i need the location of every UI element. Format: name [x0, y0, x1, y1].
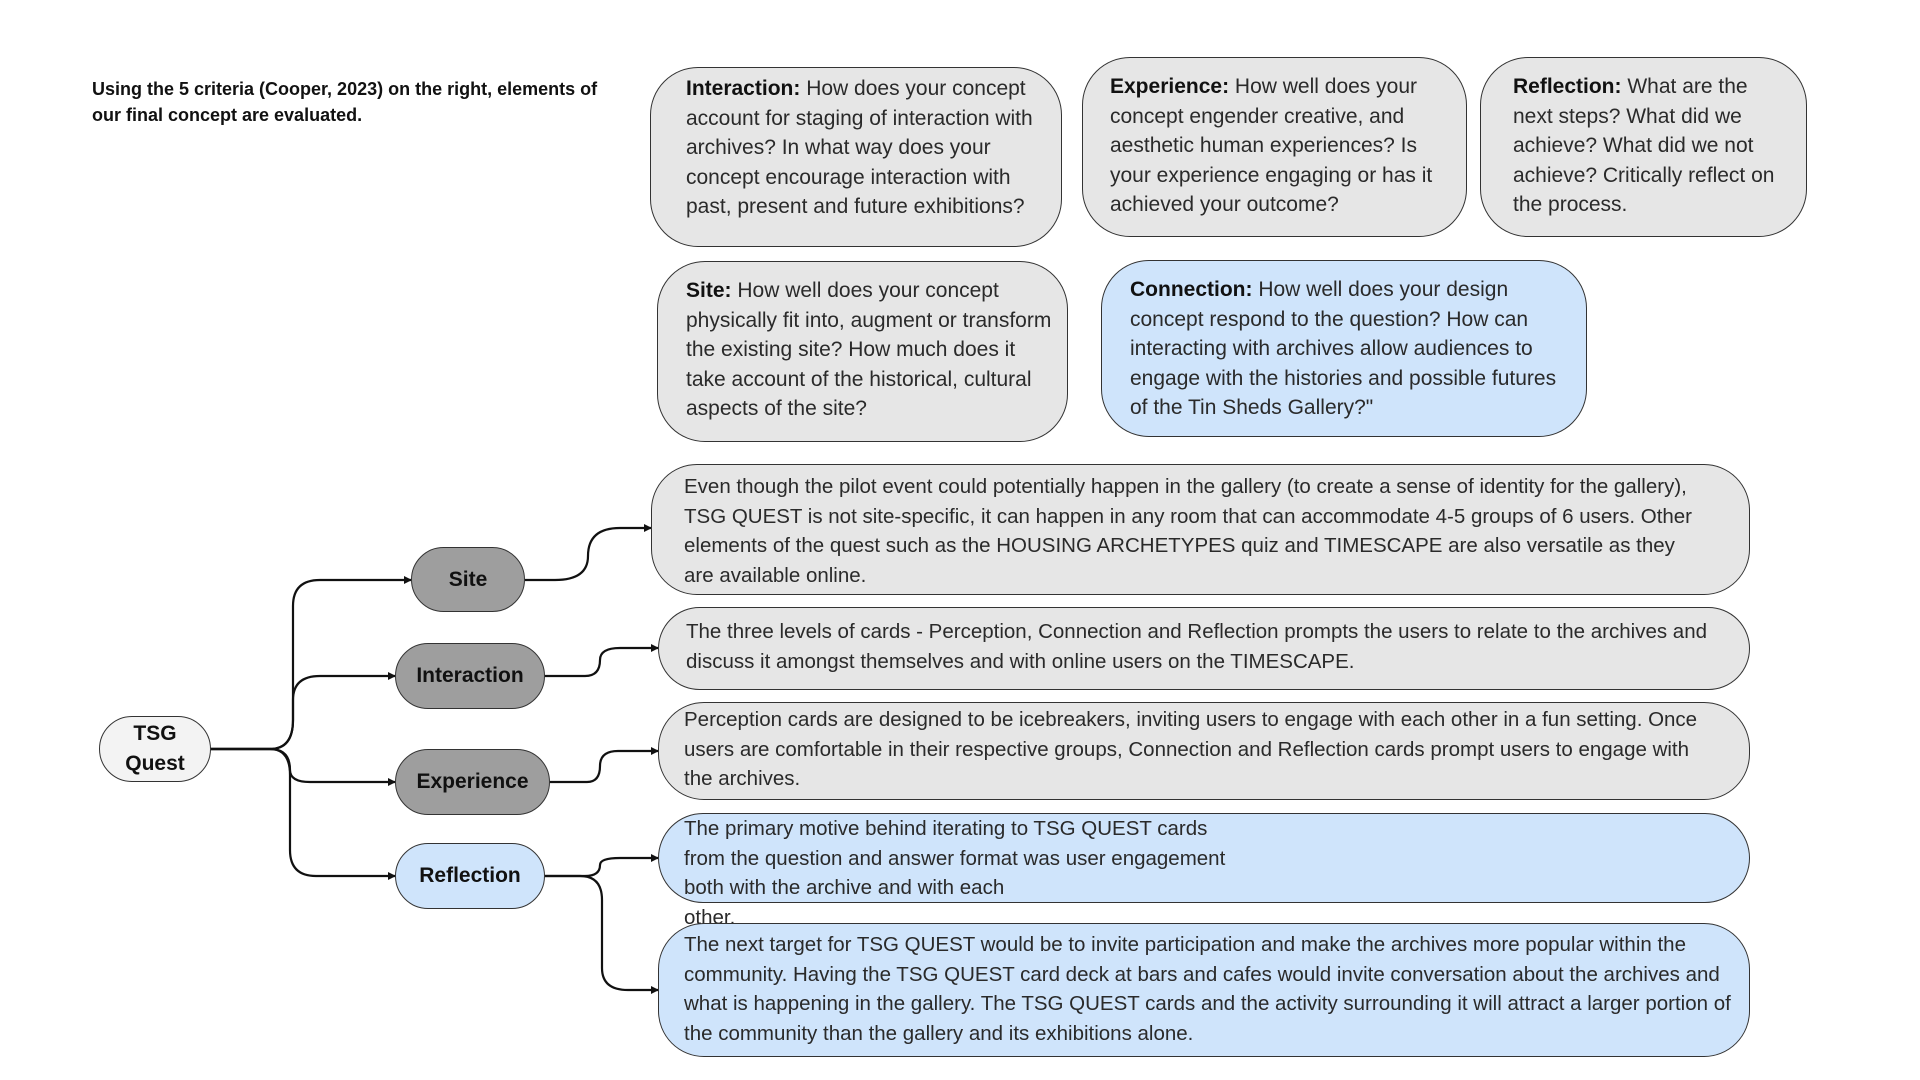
link-reflection-answer-1	[545, 854, 659, 878]
node-experience: Experience	[395, 749, 550, 815]
answer-reflection-2: The next target for TSG QUEST would be t…	[658, 923, 1750, 1057]
root-line-1: TSG	[133, 722, 177, 745]
criterion-experience: Experience: How well does your concept e…	[1082, 57, 1467, 237]
link-root-interaction	[210, 672, 396, 751]
criterion-title: Connection:	[1130, 278, 1253, 301]
root-node-tsg-quest: TSG Quest	[99, 716, 211, 782]
link-experience-answer	[550, 747, 659, 784]
criterion-interaction: Interaction: How does your concept accou…	[650, 67, 1062, 247]
answer-text-end: other.	[684, 905, 736, 929]
answer-text: Even though the pilot event could potent…	[684, 475, 1693, 587]
link-root-experience	[210, 747, 396, 786]
answer-interaction: The three levels of cards - Perception, …	[658, 607, 1750, 690]
criterion-title: Interaction:	[686, 77, 801, 100]
criterion-title: Site:	[686, 279, 732, 302]
criterion-reflection: Reflection: What are the next steps? Wha…	[1480, 57, 1807, 237]
answer-site: Even though the pilot event could potent…	[651, 464, 1750, 595]
link-root-site	[210, 576, 412, 751]
criterion-title: Reflection:	[1513, 75, 1622, 98]
criterion-text: What are the next steps? What did we ach…	[1513, 75, 1775, 216]
intro-text: Using the 5 criteria (Cooper, 2023) on t…	[92, 79, 598, 125]
criterion-text: How well does your design concept respon…	[1130, 278, 1557, 419]
node-reflection: Reflection	[395, 843, 545, 909]
criterion-text: How well does your concept engender crea…	[1110, 75, 1433, 216]
criterion-connection: Connection: How well does your design co…	[1101, 260, 1587, 437]
answer-text: The next target for TSG QUEST would be t…	[684, 933, 1731, 1045]
node-interaction: Interaction	[395, 643, 545, 709]
link-interaction-answer	[545, 644, 659, 678]
node-site: Site	[411, 547, 525, 612]
criterion-text: How well does your concept physically fi…	[686, 279, 1052, 420]
link-root-reflection	[210, 747, 396, 880]
answer-text: The three levels of cards - Perception, …	[686, 620, 1707, 673]
criterion-site: Site: How well does your concept physica…	[657, 261, 1068, 442]
answer-experience: Perception cards are designed to be iceb…	[658, 702, 1750, 800]
criterion-title: Experience:	[1110, 75, 1230, 98]
root-line-2: Quest	[125, 752, 185, 775]
link-reflection-answer-2	[545, 874, 659, 994]
link-site-answer	[525, 524, 652, 582]
criterion-text: How does your concept account for stagin…	[686, 77, 1033, 218]
answer-reflection-1: The primary motive behind iterating to T…	[658, 813, 1750, 929]
answer-text: Perception cards are designed to be iceb…	[684, 708, 1698, 790]
answer-text: The primary motive behind iterating to T…	[684, 817, 1226, 899]
